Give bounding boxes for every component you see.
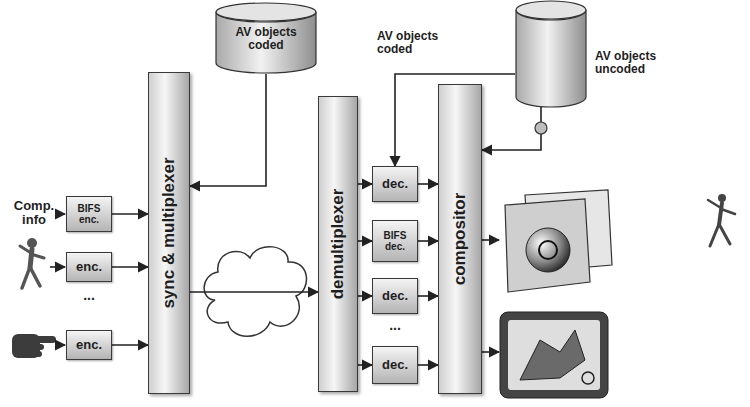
multiplexer-bar: sync & multiplexer [148, 72, 190, 394]
scene-output [505, 190, 612, 292]
flow-arrow [358, 240, 372, 242]
flow-arrow [418, 183, 438, 185]
figure-icon [708, 194, 735, 246]
flow-arrow [190, 74, 266, 186]
box-label: enc. [76, 338, 102, 352]
decoder-box: dec. [372, 166, 418, 202]
storage-cylinder: AV objects coded [215, 2, 317, 74]
box-label: compositor [451, 193, 470, 286]
compositor-bar: compositor [438, 84, 482, 394]
box-label: sync & multiplexer [160, 157, 179, 308]
screen-output [500, 312, 608, 398]
person-icon [20, 238, 44, 288]
flow-arrow [112, 344, 148, 346]
flow-arrow [358, 183, 372, 185]
flow-arrow [418, 240, 438, 242]
flow-arrow [112, 266, 148, 268]
flow-arrow [418, 295, 438, 297]
box-label: BIFS enc. [69, 203, 109, 225]
storage-cylinder: AV objects codedAV objects uncoded [515, 0, 587, 108]
encoder-box: enc. [66, 252, 112, 282]
box-label: dec. [382, 289, 408, 303]
encoder-box: BIFS enc. [66, 196, 112, 232]
flow-arrow [190, 291, 318, 293]
ellipsis: ... [380, 318, 410, 333]
encoder-box: enc. [66, 330, 112, 360]
box-label: demultiplexer [329, 189, 348, 300]
flow-arrow [418, 364, 438, 366]
input-label: Comp. info [6, 199, 62, 228]
box-label: enc. [76, 260, 102, 274]
box-label: dec. [382, 358, 408, 372]
flow-arrow [358, 295, 372, 297]
cylinder-outline [515, 0, 587, 108]
decoder-box: dec. [372, 278, 418, 314]
box-label: BIFS dec. [375, 230, 415, 252]
flow-arrow [482, 107, 541, 150]
store-label: AV objects coded [215, 26, 317, 52]
decoder-box: dec. [372, 346, 418, 384]
demultiplexer-bar: demultiplexer [318, 96, 358, 392]
junction-dot [535, 122, 547, 134]
store-label: AV objects uncoded [595, 50, 687, 76]
decoder-box: BIFS dec. [372, 220, 418, 262]
input-arrows [50, 214, 499, 352]
ellipsis: ... [74, 288, 104, 303]
store-label: AV objects coded [377, 30, 461, 56]
box-label: dec. [382, 177, 408, 191]
flow-arrow [358, 364, 372, 366]
hand-icon [12, 334, 56, 358]
flow-arrow [112, 213, 148, 215]
